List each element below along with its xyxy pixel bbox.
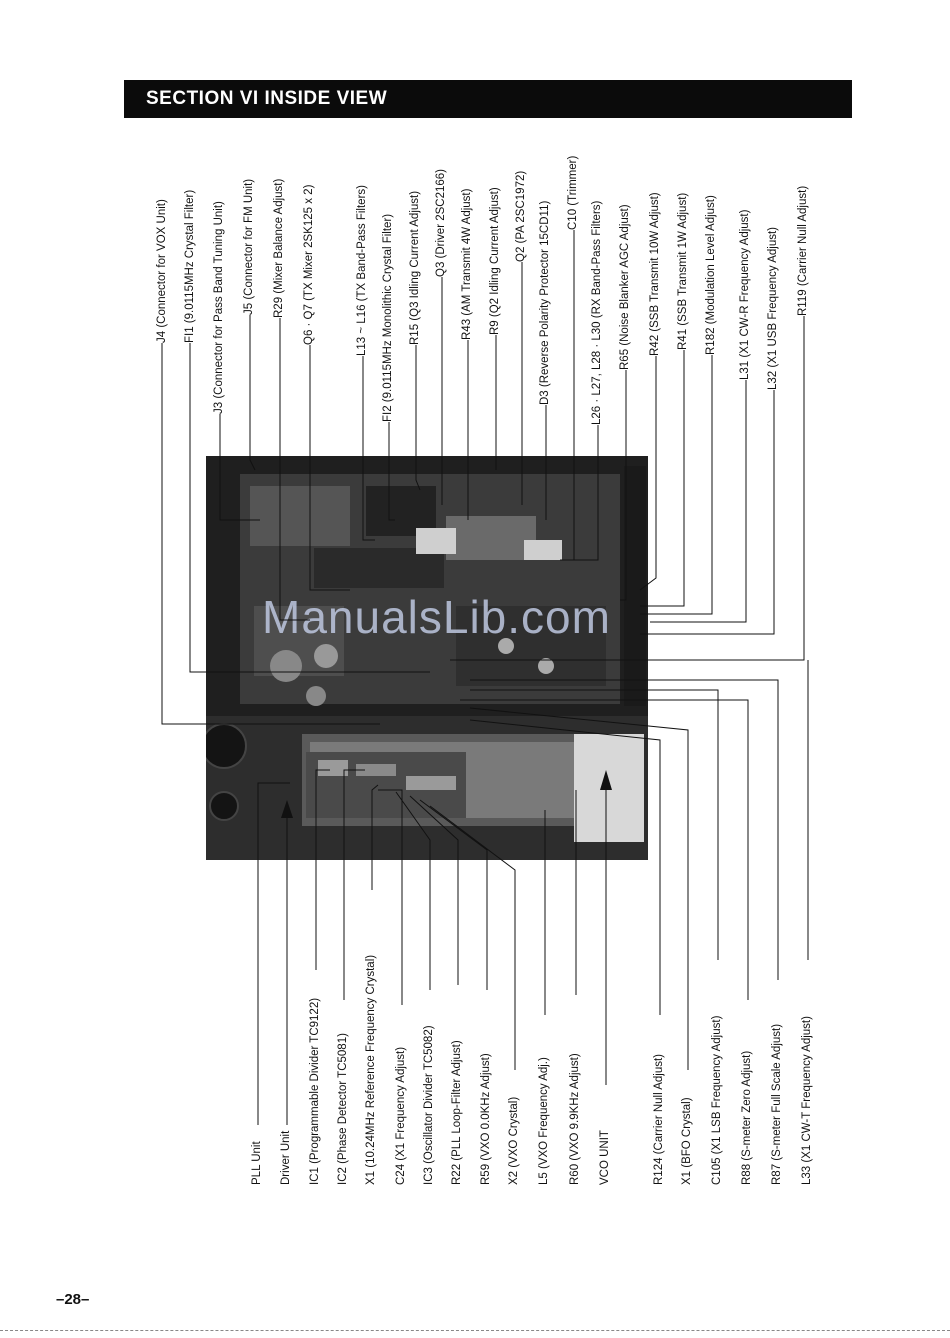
footer-rule xyxy=(0,1330,950,1331)
label-r119: R119 (Carrier Null Adjust) xyxy=(797,185,809,316)
label-r43: R43 (AM Transmit 4W Adjust) xyxy=(461,188,473,340)
label-x1-reference: X1 (10.24MHz Reference Frequency Crystal… xyxy=(365,954,377,1185)
label-r60: R60 (VXO 9.9KHz Adjust) xyxy=(569,1053,581,1185)
label-fi2: FI2 (9.0115MHz Monolithic Crystal Filter… xyxy=(382,213,394,422)
label-r65: R65 (Noise Blanker AGC Adjust) xyxy=(619,204,631,370)
label-q6-q7: Q6 · Q7 (TX Mixer 2SK125 x 2) xyxy=(303,184,315,345)
label-c10: C10 (Trimmer) xyxy=(567,155,579,230)
label-l31: L31 (X1 CW-R Frequency Adjust) xyxy=(739,209,751,380)
label-ic1: IC1 (Programmable Divider TC9122) xyxy=(309,997,321,1185)
label-r42: R42 (SSB Transmit 10W Adjust) xyxy=(649,192,661,356)
label-l13-l16: L13 ~ L16 (TX Band-Pass Filters) xyxy=(356,185,368,356)
inside-view-photo xyxy=(206,456,648,860)
label-r29: R29 (Mixer Balance Adjust) xyxy=(273,178,285,318)
label-r87: R87 (S-meter Full Scale Adjust) xyxy=(771,1023,783,1185)
label-j5: J5 (Connector for FM Unit) xyxy=(243,178,255,315)
label-fi1: FI1 (9.0115MHz Crystal Filter) xyxy=(184,189,196,343)
label-r88: R88 (S-meter Zero Adjust) xyxy=(741,1050,753,1185)
label-d3: D3 (Reverse Polarity Protector 15CD11) xyxy=(539,200,551,405)
label-pll-unit: PLL Unit xyxy=(251,1141,263,1185)
label-driver-unit: Driver Unit xyxy=(280,1130,292,1185)
label-c105: C105 (X1 LSB Frequency Adjust) xyxy=(711,1015,723,1185)
label-c24: C24 (X1 Frequency Adjust) xyxy=(395,1046,407,1185)
label-ic3: IC3 (Oscillator Divider TC5082) xyxy=(423,1025,435,1185)
label-q2: Q2 (PA 2SC1972) xyxy=(515,170,527,262)
circuit-board-illustration xyxy=(206,456,648,860)
label-j3: J3 (Connector for Pass Band Tuning Unit) xyxy=(213,201,225,414)
label-l26-l30: L26 · L27, L28 · L30 (RX Band-Pass Filte… xyxy=(591,200,603,425)
label-ic2: IC2 (Phase Detector TC5081) xyxy=(337,1033,349,1185)
label-vco-unit: VCO UNIT xyxy=(599,1130,611,1185)
label-q3: Q3 (Driver 2SC2166) xyxy=(435,168,447,277)
label-r124: R124 (Carrier Null Adjust) xyxy=(653,1053,665,1185)
page-number: –28– xyxy=(56,1291,90,1308)
label-j4: J4 (Connector for VOX Unit) xyxy=(156,199,168,343)
label-r9: R9 (Q2 Idling Current Adjust) xyxy=(489,187,501,335)
label-x1-bfo: X1 (BFO Crystal) xyxy=(681,1097,693,1185)
section-header-bar: SECTION VI INSIDE VIEW xyxy=(124,80,852,118)
label-x2: X2 (VXO Crystal) xyxy=(508,1096,520,1185)
label-r41: R41 (SSB Transmit 1W Adjust) xyxy=(677,192,689,350)
label-r22: R22 (PLL Loop-Filter Adjust) xyxy=(451,1040,463,1185)
watermark-text: ManualsLib.com xyxy=(262,591,611,643)
label-l33: L33 (X1 CW-T Frequency Adjust) xyxy=(801,1016,813,1185)
label-l5: L5 (VXO Frequency Adj.) xyxy=(538,1057,550,1185)
label-r15: R15 (Q3 Idling Current Adjust) xyxy=(409,190,421,345)
label-l32: L32 (X1 USB Frequency Adjust) xyxy=(767,227,779,390)
label-r182: R182 (Modulation Level Adjust) xyxy=(705,195,717,355)
section-title: SECTION VI INSIDE VIEW xyxy=(146,88,388,109)
label-r59: R59 (VXO 0.0KHz Adjust) xyxy=(480,1053,492,1185)
